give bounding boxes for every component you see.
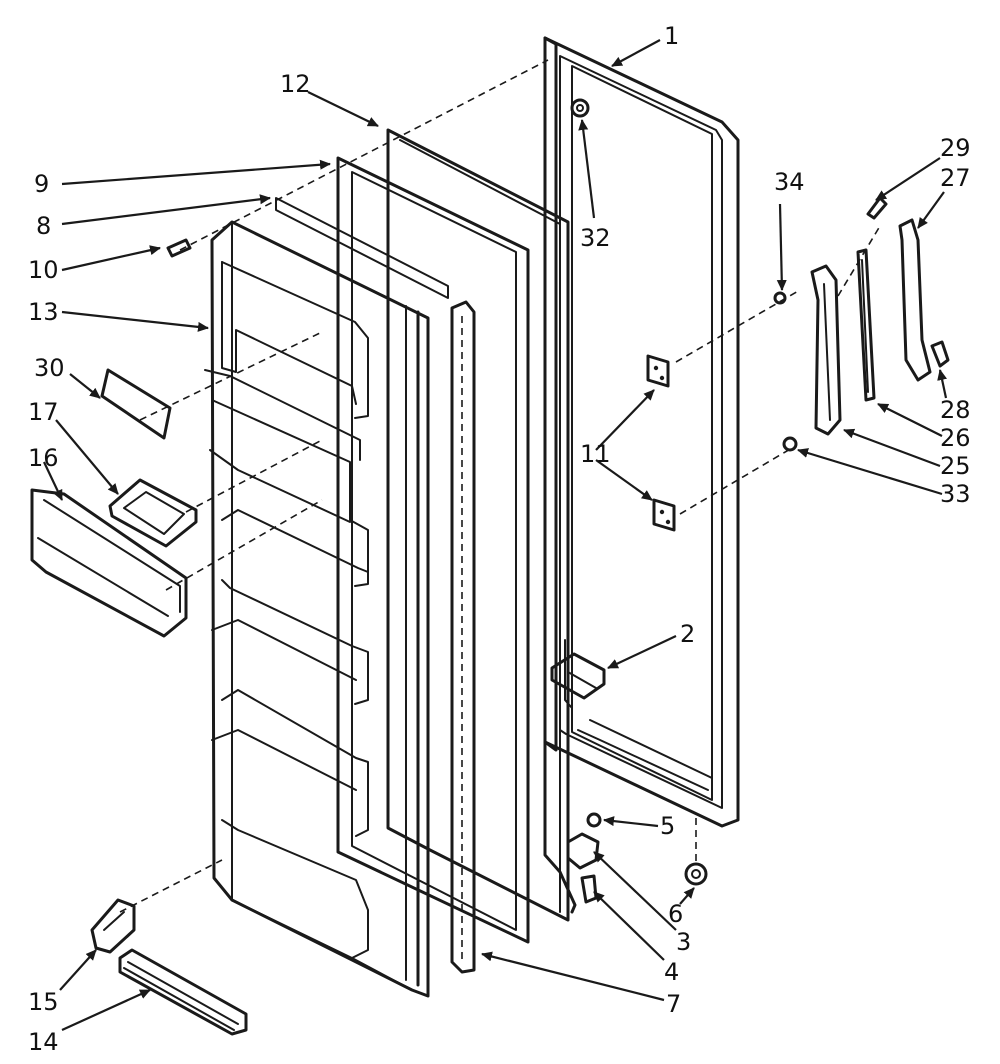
callout-2: 2 xyxy=(680,620,695,648)
callout-1: 1 xyxy=(664,22,679,50)
callout-15: 15 xyxy=(28,988,59,1016)
callout-6: 6 xyxy=(668,900,683,928)
screw-29 xyxy=(866,196,888,220)
screw-33 xyxy=(782,436,798,452)
screw-10 xyxy=(166,238,192,258)
callout-4: 4 xyxy=(664,958,679,986)
callout-13: 13 xyxy=(28,298,59,326)
callout-9: 9 xyxy=(34,170,49,198)
bottom-hinge-block xyxy=(90,898,136,954)
callout-16: 16 xyxy=(28,444,59,472)
assembly-lines xyxy=(119,59,881,913)
callout-8: 8 xyxy=(36,212,51,240)
plug-button xyxy=(570,98,590,118)
small-tray xyxy=(108,478,198,548)
seal-strip xyxy=(275,197,449,299)
callout-29: 29 xyxy=(940,134,971,162)
washer-5 xyxy=(586,812,602,828)
callout-30: 30 xyxy=(34,354,65,382)
hinge-pin-bushing xyxy=(566,832,600,870)
callout-7: 7 xyxy=(666,990,681,1018)
breaker-strip-frame xyxy=(336,156,530,944)
label-card xyxy=(100,368,172,440)
grille-strip xyxy=(118,948,248,1036)
callout-25: 25 xyxy=(940,452,971,480)
callout-26: 26 xyxy=(940,424,971,452)
callout-3: 3 xyxy=(676,928,691,956)
callout-27: 27 xyxy=(940,164,971,192)
callout-34: 34 xyxy=(774,168,805,196)
callout-14: 14 xyxy=(28,1028,59,1056)
callout-5: 5 xyxy=(660,812,675,840)
callout-10: 10 xyxy=(28,256,59,284)
hinge-plate-lower xyxy=(652,498,676,532)
inner-door-liner xyxy=(204,220,430,998)
leader-lines xyxy=(43,39,948,1032)
hinge-screw xyxy=(580,874,598,904)
shelf-bin xyxy=(30,488,188,638)
hinge-bracket xyxy=(550,652,606,700)
hinge-cap-6 xyxy=(684,862,708,886)
callout-32: 32 xyxy=(580,224,611,252)
handle-cover xyxy=(898,218,932,382)
callout-12: 12 xyxy=(280,70,311,98)
callout-17: 17 xyxy=(28,398,59,426)
callout-11: 11 xyxy=(580,440,611,468)
outer-door-panel xyxy=(543,36,740,914)
callout-33: 33 xyxy=(940,480,971,508)
trim-rod xyxy=(856,248,876,402)
hinge-plate-upper xyxy=(646,354,670,388)
callout-labels: 1 12 9 8 10 13 30 17 16 32 11 2 5 6 3 4 … xyxy=(28,22,971,1056)
handle-clip xyxy=(930,340,950,368)
door-handle xyxy=(810,264,842,436)
callout-28: 28 xyxy=(940,396,971,424)
door-liner-panel xyxy=(386,128,570,922)
door-gasket xyxy=(450,300,476,974)
